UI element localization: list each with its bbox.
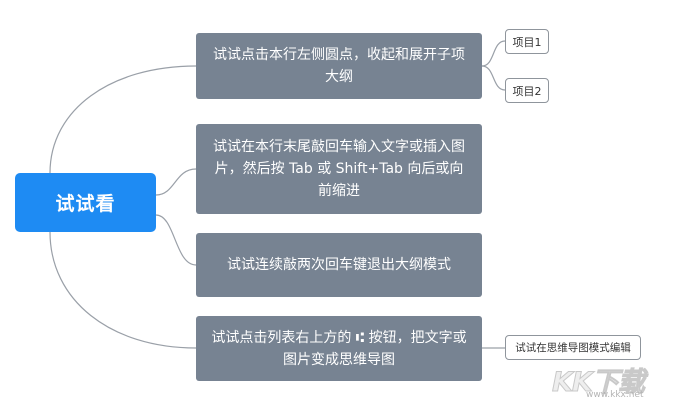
leaf-topic-label: 试试在思维导图模式编辑 [515, 342, 631, 354]
branch-topic-label: 试试点击本行左侧圆点，收起和展开子项大纲 [213, 47, 465, 85]
connector-root-branch-3 [155, 214, 197, 266]
branch-topic-collapse[interactable]: 试试点击本行左侧圆点，收起和展开子项大纲 [196, 33, 482, 99]
leaf-topic-item-2[interactable]: 项目2 [505, 78, 549, 103]
branch-topic-label: 试试点击列表右上方的 ⑆ 按钮，把文字或图片变成思维导图 [211, 329, 467, 368]
root-topic-label: 试试看 [55, 193, 116, 215]
leaf-topic-mindmap-edit[interactable]: 试试在思维导图模式编辑 [505, 335, 641, 360]
branch-topic-label: 试试在本行末尾敲回车输入文字或插入图片，然后按 Tab 或 Shift+Tab … [213, 139, 465, 199]
root-topic[interactable]: 试试看 [15, 173, 156, 232]
branch-topic-indent[interactable]: 试试在本行末尾敲回车输入文字或插入图片，然后按 Tab 或 Shift+Tab … [196, 124, 482, 214]
connector-branch-1-leaf-2 [481, 65, 506, 91]
site-watermark: KK下载 www.kkx.net [552, 360, 670, 402]
connector-root-branch-2 [155, 168, 197, 196]
connector-branch-1-leaf-1 [481, 40, 506, 67]
connector-root-branch-1 [49, 65, 197, 174]
connector-root-branch-4 [49, 231, 197, 349]
branch-topic-exit-outline[interactable]: 试试连续敲两次回车键退出大纲模式 [196, 233, 482, 297]
leaf-topic-item-1[interactable]: 项目1 [505, 29, 549, 54]
branch-topic-convert[interactable]: 试试点击列表右上方的 ⑆ 按钮，把文字或图片变成思维导图 [196, 316, 482, 381]
leaf-topic-label: 项目1 [512, 35, 542, 49]
leaf-topic-label: 项目2 [512, 84, 542, 98]
watermark-url: www.kkx.net [586, 390, 644, 400]
branch-topic-label: 试试连续敲两次回车键退出大纲模式 [227, 257, 451, 273]
watermark-logo: KK下载 [552, 367, 646, 399]
